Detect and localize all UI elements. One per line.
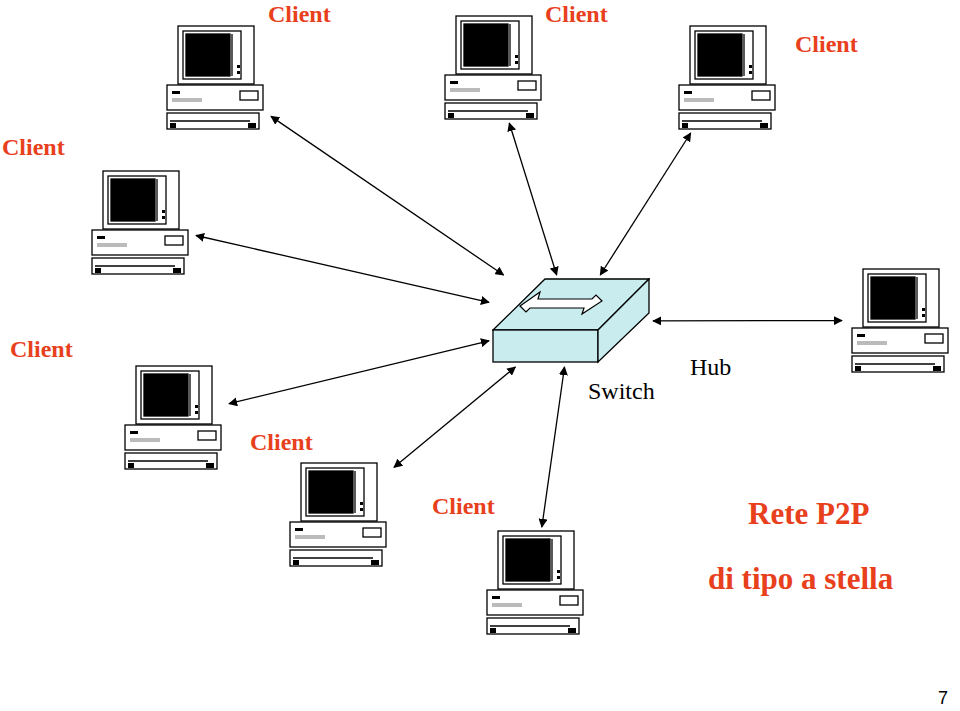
computer-icon [118,365,226,470]
link-arrow [653,320,842,322]
link-arrow [600,133,690,275]
network-subtitle: di tipo a stella [708,561,893,597]
client-label: Client [10,336,73,364]
link-arrow [196,235,489,302]
link-arrow [271,116,504,275]
computer-icon [160,25,268,130]
computer-node: Client [283,462,391,567]
computer-icon [438,15,546,120]
link-arrow [509,123,556,275]
client-label: Client [545,1,608,29]
computer-icon [845,268,953,373]
link-arrow [229,341,489,404]
computer-icon [85,170,193,275]
computer-icon [283,462,391,567]
page-number: 7 [938,688,948,709]
network-title: Rete P2P [748,496,869,532]
client-label: Client [2,134,65,162]
hub-label: Hub [690,354,731,382]
link-arrow [542,367,565,527]
client-label: Client [268,1,331,29]
computer-icon [480,530,588,635]
computer-node: Client [480,530,588,635]
switch-icon [492,278,650,364]
computer-node [845,268,953,373]
client-label: Client [795,31,858,59]
client-label: Client [432,493,495,521]
computer-node: Client [438,15,546,120]
computer-node: Client [85,170,193,275]
link-arrow [394,367,515,467]
computer-node: Client [160,25,268,130]
computer-node: Client [672,25,780,130]
device-label: Switch [588,378,655,406]
computer-node: Client [118,365,226,470]
switch-node: Switch [492,278,650,364]
client-label: Client [250,429,313,457]
computer-icon [672,25,780,130]
